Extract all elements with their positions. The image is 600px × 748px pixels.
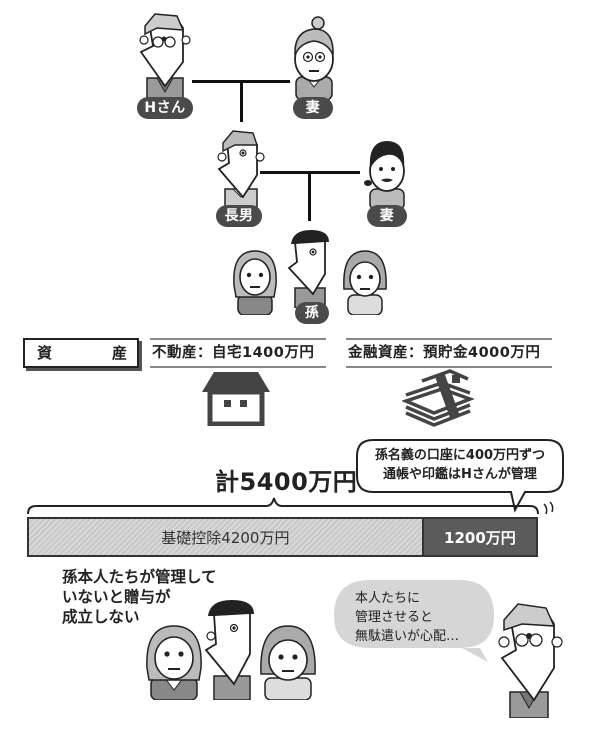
grandson-figure <box>287 230 329 308</box>
son-wife-figure <box>364 141 405 210</box>
house-icon <box>202 372 270 426</box>
assets-label-right: 産 <box>111 344 127 362</box>
grandmother-figure <box>294 16 334 100</box>
speech-top-line1: 孫名義の口座に400万円ずつ <box>374 448 546 463</box>
descent-line-grandparents <box>240 80 243 122</box>
bar-segment-excess-label: 1200万円 <box>444 528 516 547</box>
grandfather-figure <box>139 13 191 100</box>
assets-label-left: 資 <box>37 344 53 362</box>
assets-section-label: 資 産 <box>23 338 139 368</box>
eldest-son-figure <box>217 130 265 210</box>
thought-line2: 管理させると <box>355 610 434 625</box>
label-son-wife: 妻 <box>367 205 407 227</box>
note-line1: 孫本人たちが管理して <box>62 568 217 586</box>
total-label: 計5400万円 <box>215 468 358 496</box>
descent-line-parents <box>308 171 311 221</box>
label-eldest-son: 長男 <box>216 205 262 227</box>
thought-line1: 本人たちに <box>355 591 421 606</box>
speech-top-line2: 通帳や印鑑はHさんが管理 <box>383 467 537 482</box>
gift-amount-bar: 基礎控除4200万円 1200万円 <box>27 517 538 557</box>
granddaughter-left-figure <box>233 250 277 315</box>
total-brace <box>27 497 539 515</box>
label-grandchild: 孫 <box>295 302 329 324</box>
note-line3: 成立しない <box>62 608 140 626</box>
thought-bubble <box>334 580 494 662</box>
bottom-grandson-figure <box>204 600 254 700</box>
bar-segment-excess: 1200万円 <box>421 519 536 555</box>
label-grandfather: Hさん <box>137 97 193 119</box>
bar-segment-basic-deduction-label: 基礎控除4200万円 <box>161 528 290 547</box>
note-line2: いないと贈与が <box>62 588 171 606</box>
real-estate-heading: 不動産：自宅1400万円 <box>150 338 326 368</box>
bottom-granddaughter-right-figure <box>260 625 316 700</box>
banknotes-stack-icon <box>402 369 474 427</box>
speech-bubble-top <box>356 439 564 513</box>
motion-marks-icon <box>543 501 554 515</box>
bottom-granddaughter-left-figure <box>146 625 202 700</box>
financial-assets-heading: 金融資産：預貯金4000万円 <box>346 338 552 368</box>
thought-line3: 無駄遣いが心配… <box>355 629 460 644</box>
granddaughter-right-figure <box>343 250 387 315</box>
bottom-grandfather-figure <box>498 603 563 718</box>
label-grandmother: 妻 <box>293 97 333 119</box>
bar-segment-basic-deduction: 基礎控除4200万円 <box>29 519 422 555</box>
